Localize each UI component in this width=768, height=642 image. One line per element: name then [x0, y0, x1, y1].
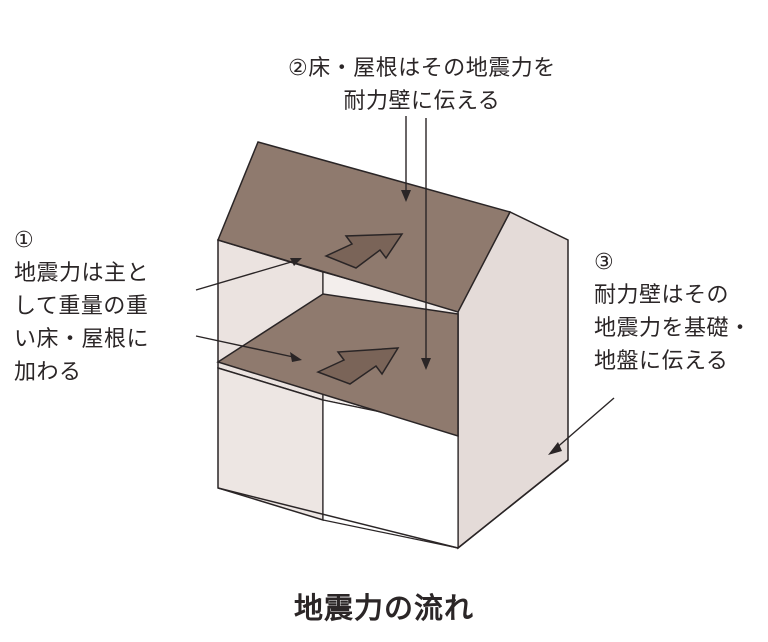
leader-head-wall	[548, 442, 562, 455]
leader-line-wall	[553, 397, 615, 451]
label-step-3: ③ 耐力壁はその 地震力を基礎・ 地盤に伝える	[594, 246, 752, 378]
leader-head-floor	[290, 352, 302, 362]
vertical-arrow-floor-head	[421, 358, 431, 370]
label-step-2-line2: 耐力壁に伝える	[343, 89, 501, 114]
label-step-1-num: ①	[14, 228, 35, 253]
label-step-2-line1: ②床・屋根はその地震力を	[288, 56, 556, 81]
label-step-3-num: ③	[594, 250, 615, 275]
leader-line-floor	[195, 335, 299, 359]
label-step-3-line2: 地震力を基礎・	[594, 316, 752, 341]
label-step-3-line3: 地盤に伝える	[594, 349, 729, 374]
label-step-1-line1: 地震力は主と	[14, 261, 150, 286]
label-step-1-line3: い床・屋根に	[14, 327, 150, 352]
house-base-edge	[217, 459, 569, 549]
label-step-1-line4: 加わる	[14, 360, 82, 385]
diagram-caption: 地震力の流れ	[293, 591, 474, 625]
leader-head-roof	[290, 258, 302, 266]
label-step-3-line1: 耐力壁はその	[594, 283, 730, 308]
vertical-arrow-roof-head	[401, 190, 411, 202]
roof-force-arrow	[324, 233, 404, 269]
label-step-2: ②床・屋根はその地震力を 耐力壁に伝える	[288, 52, 556, 118]
floor-force-arrow	[316, 347, 400, 385]
leader-line-roof	[195, 259, 299, 291]
label-step-1: ① 地震力は主と して重量の重 い床・屋根に 加わる	[14, 224, 149, 389]
label-step-1-line2: して重量の重	[14, 294, 149, 319]
